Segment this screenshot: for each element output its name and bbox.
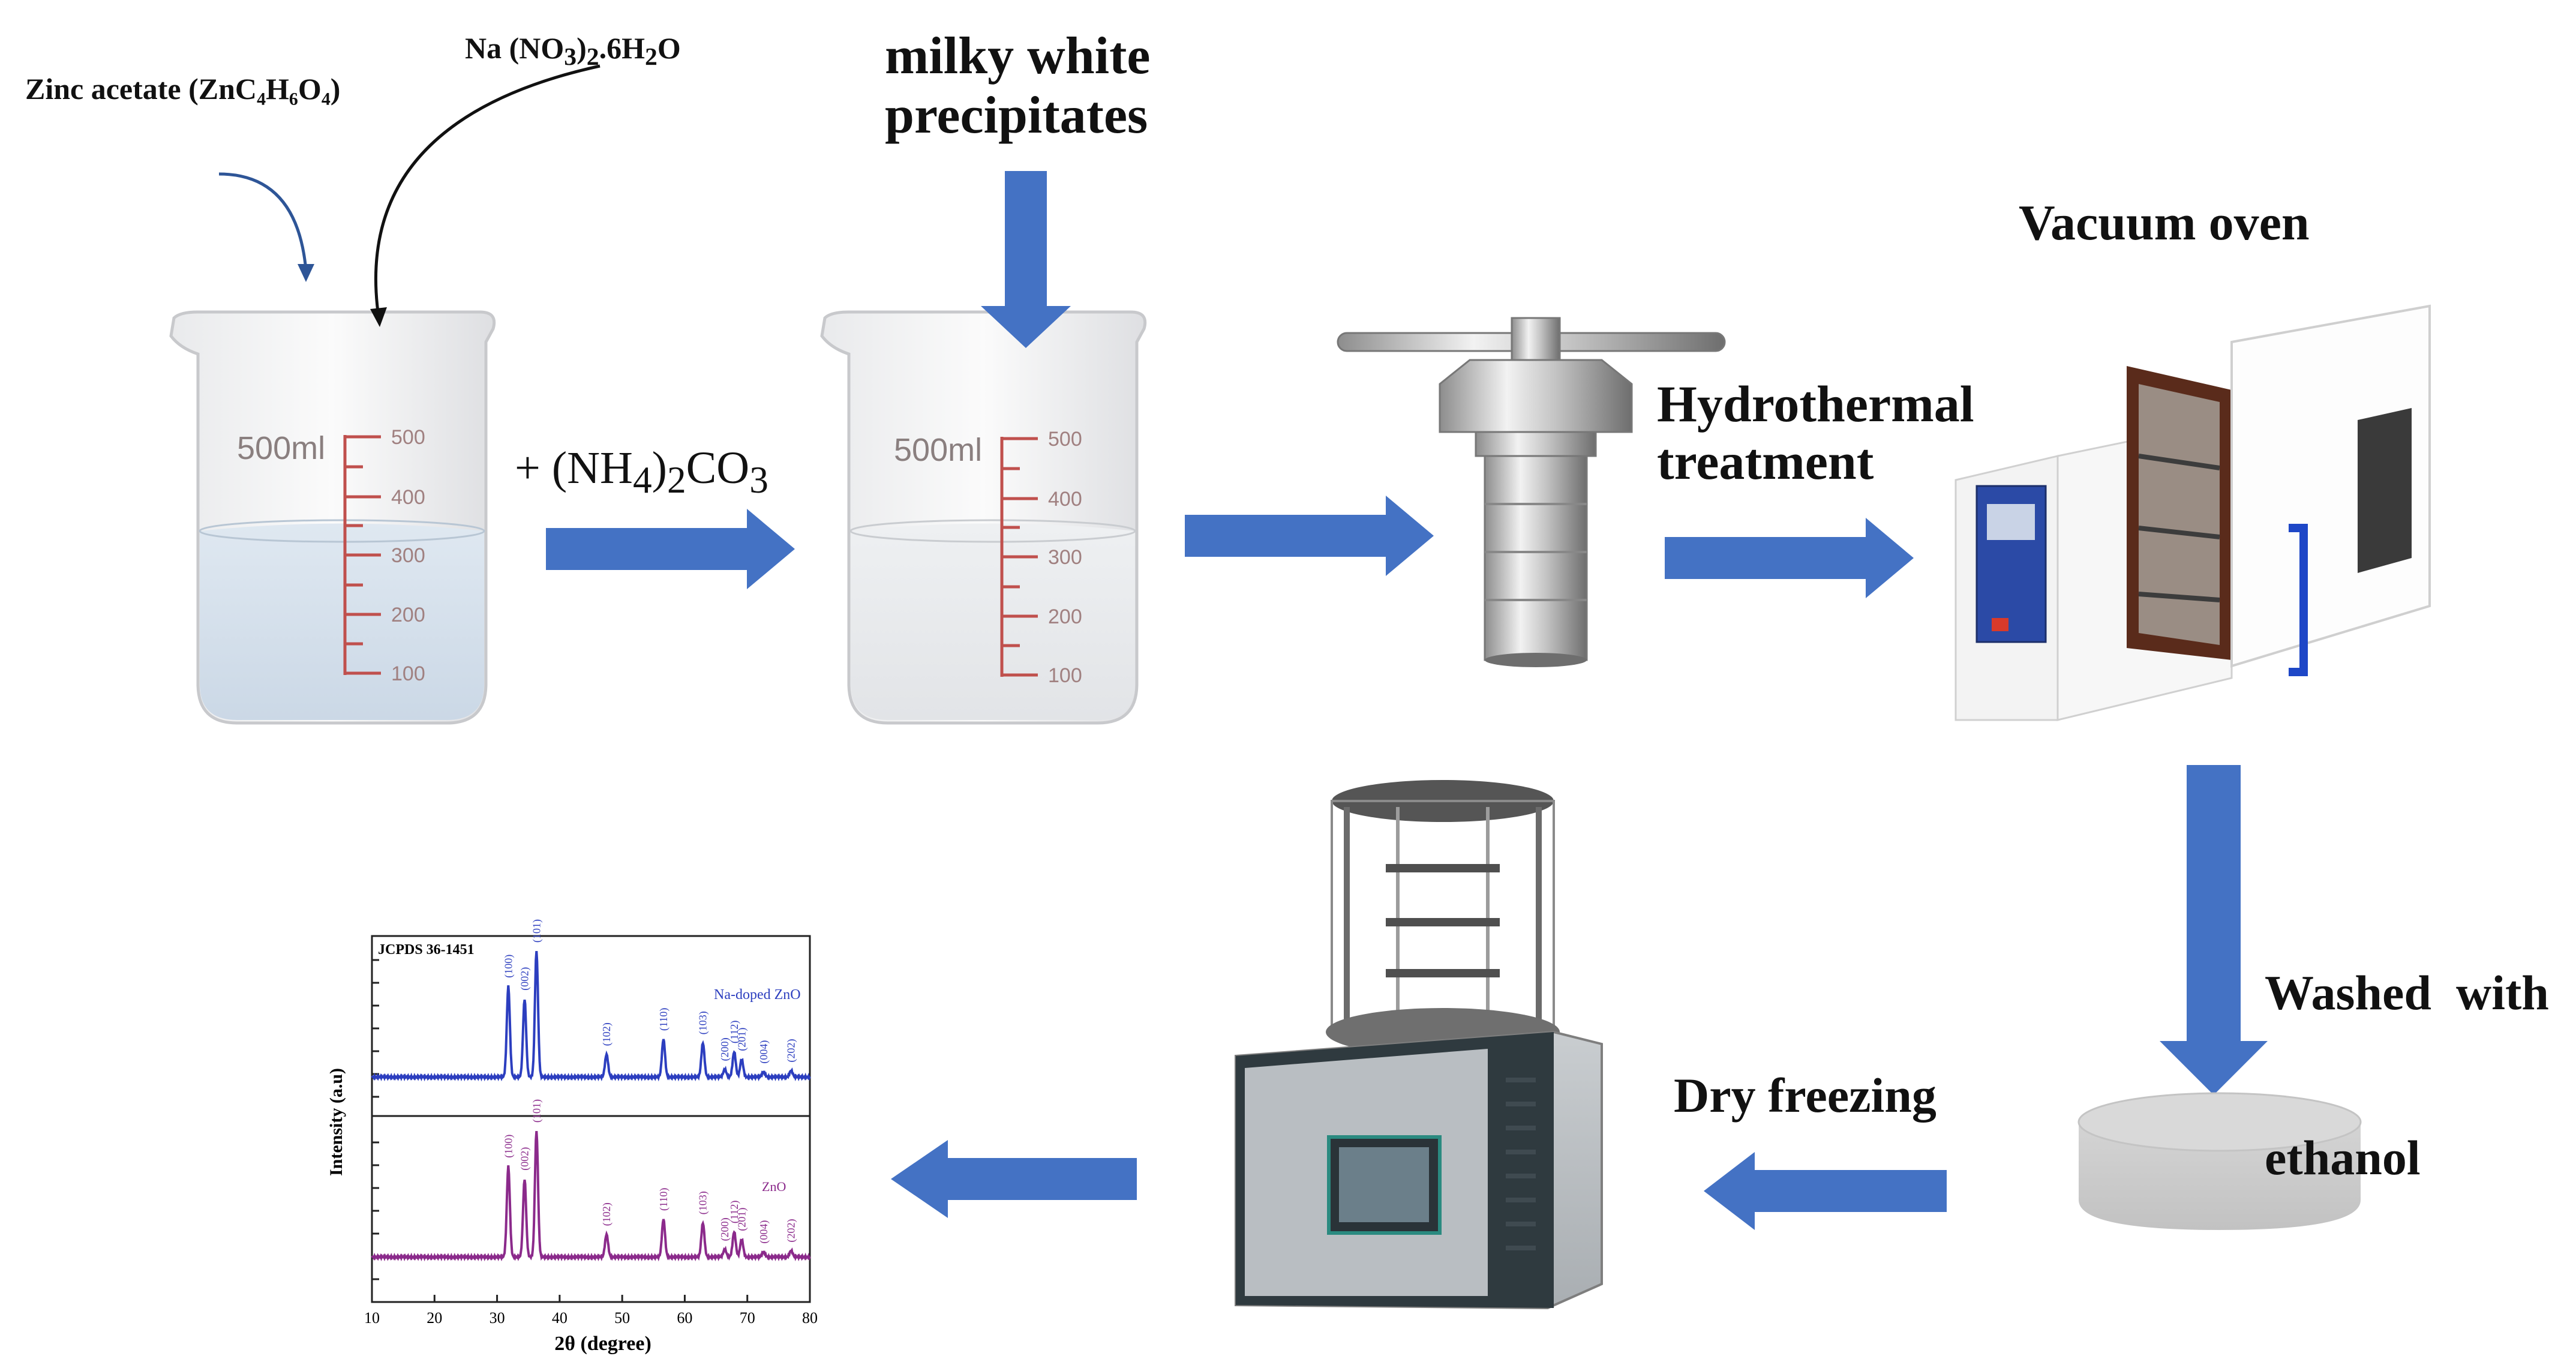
xrd-peak-label: (200) — [719, 1217, 731, 1241]
svg-text:200: 200 — [1048, 605, 1082, 628]
beaker-2-tick-labels: 500 400 300 200 100 — [1048, 428, 1082, 687]
beaker-1-tick-labels: 500 400 300 200 100 — [391, 426, 425, 685]
xrd-xlabel: 2θ (degree) — [554, 1333, 651, 1355]
xrd-peak-label: (112) — [728, 1201, 741, 1223]
beaker-2 — [820, 310, 1147, 725]
oven-door — [2230, 304, 2431, 668]
xrd-peak-label: (004) — [758, 1040, 770, 1064]
dry-freezing-label: Dry freezing — [1674, 1068, 1936, 1123]
xrd-bottom-peak-labels: (100)(002) (101) (102) (110) (103) (200)(112)… — [502, 1099, 797, 1244]
xrd-frame — [371, 935, 811, 1303]
xrd-peak-label: (201) — [735, 1208, 748, 1231]
xrd-bottom-series-label: ZnO — [762, 1179, 786, 1194]
xrd-peak-label: (101) — [530, 1099, 543, 1123]
oven-window — [2358, 408, 2412, 573]
xrd-x-tick-label: 80 — [802, 1309, 818, 1327]
arrow-dish-to-dryer — [1704, 1152, 1947, 1230]
arrow-milky-down — [981, 171, 1071, 348]
xrd-x-tick-labels: 10 20 30 40 50 60 70 80 — [364, 1309, 818, 1327]
xrd-x-tick-label: 20 — [427, 1309, 442, 1327]
freeze-dryer — [1235, 780, 1603, 1310]
xrd-x-tick-label: 50 — [614, 1309, 630, 1327]
xrd-x-ticks — [371, 1295, 811, 1302]
xrd-top-peak-labels: (100)(002) (101) (102) (110) (103) (200)(112)… — [502, 919, 797, 1064]
vacuum-oven — [1954, 304, 2431, 721]
vacuum-oven-label: Vacuum oven — [2019, 195, 2310, 251]
sodium-nitrate-label: Na (NO3)2.6H2O — [465, 31, 681, 71]
beaker-1-volume: 500ml — [237, 430, 325, 466]
xrd-peak-label: (110) — [657, 1188, 670, 1211]
beaker-1-scale — [343, 435, 381, 675]
svg-text:400: 400 — [391, 486, 425, 509]
xrd-curve-zno — [371, 1130, 811, 1262]
xrd-x-tick-label: 30 — [490, 1309, 505, 1327]
beaker-1-liquid — [200, 523, 484, 720]
svg-text:500: 500 — [391, 426, 425, 449]
arrow-beaker1-to-beaker2 — [546, 509, 795, 589]
xrd-ylabel: Intensity (a.u) — [326, 1068, 346, 1176]
svg-text:100: 100 — [1048, 664, 1082, 687]
arrow-dryer-to-xrd — [891, 1140, 1137, 1218]
xrd-peak-label: (112) — [728, 1021, 741, 1043]
process-arrows — [546, 171, 2268, 1230]
oven-power-switch — [1992, 618, 2008, 631]
xrd-peak-label: (201) — [735, 1028, 748, 1051]
xrd-x-tick-label: 70 — [740, 1309, 755, 1327]
xrd-reference: JCPDS 36-1451 — [378, 942, 475, 958]
xrd-peak-label: (103) — [697, 1011, 710, 1034]
svg-text:100: 100 — [391, 662, 425, 685]
arrow-oven-down — [2160, 765, 2268, 1095]
sodium-nitrate-arrow — [374, 64, 601, 313]
zinc-acetate-label: Zinc acetate (ZnC₄H₆O₄) — [25, 72, 341, 106]
xrd-peak-label: (110) — [657, 1008, 670, 1031]
xrd-peak-label: (002) — [518, 1147, 531, 1171]
xrd-peak-label: (202) — [785, 1219, 798, 1243]
arrow-autoclave-to-oven — [1665, 518, 1914, 598]
xrd-curve-na-doped-zno — [371, 950, 811, 1082]
beaker-1 — [169, 310, 496, 725]
xrd-peak-label: (200) — [719, 1037, 731, 1061]
petri-dish — [2077, 1092, 2362, 1230]
sodium-nitrate-arrowhead — [370, 307, 387, 327]
xrd-peak-label: (103) — [697, 1191, 710, 1214]
hydrothermal-label: Hydrothermal treatment — [1657, 375, 1974, 491]
svg-text:500: 500 — [1048, 428, 1082, 451]
xrd-top-series-label: Na-doped ZnO — [714, 987, 801, 1003]
xrd-peak-label: (002) — [518, 967, 531, 991]
xrd-peak-label: (102) — [601, 1202, 613, 1226]
xrd-x-tick-label: 10 — [364, 1309, 380, 1327]
xrd-peak-label: (202) — [785, 1039, 798, 1063]
milky-white-label: milky white precipitates — [885, 27, 1151, 145]
zinc-acetate-arrow — [218, 172, 308, 271]
ammonium-carbonate-label: + (NH4)2CO3 — [515, 443, 768, 502]
xrd-chart: (100)(002)(101)(102)(110)(103)(200)(112)… — [364, 919, 818, 1327]
beaker-2-volume: 500ml — [894, 432, 982, 468]
svg-text:400: 400 — [1048, 488, 1082, 511]
svg-text:200: 200 — [391, 604, 425, 626]
arrow-beaker2-to-autoclave — [1185, 496, 1434, 576]
autoclave — [1337, 317, 1726, 667]
xrd-peak-label: (102) — [601, 1022, 613, 1046]
xrd-x-tick-label: 40 — [552, 1309, 568, 1327]
xrd-peak-label: (100) — [502, 955, 515, 978]
oven-handle — [2289, 524, 2308, 676]
beaker-2-scale — [1000, 437, 1038, 677]
xrd-peak-label: (004) — [758, 1220, 770, 1244]
washed-ethanol-label: Washed with ethanol — [2265, 965, 2549, 1186]
beaker-2-liquid — [851, 523, 1135, 720]
xrd-peak-label: (101) — [530, 919, 543, 943]
svg-text:300: 300 — [391, 544, 425, 567]
xrd-peak-label: (100) — [502, 1135, 515, 1158]
xrd-x-tick-label: 60 — [677, 1309, 692, 1327]
zinc-acetate-arrowhead — [298, 264, 314, 282]
svg-text:300: 300 — [1048, 546, 1082, 569]
